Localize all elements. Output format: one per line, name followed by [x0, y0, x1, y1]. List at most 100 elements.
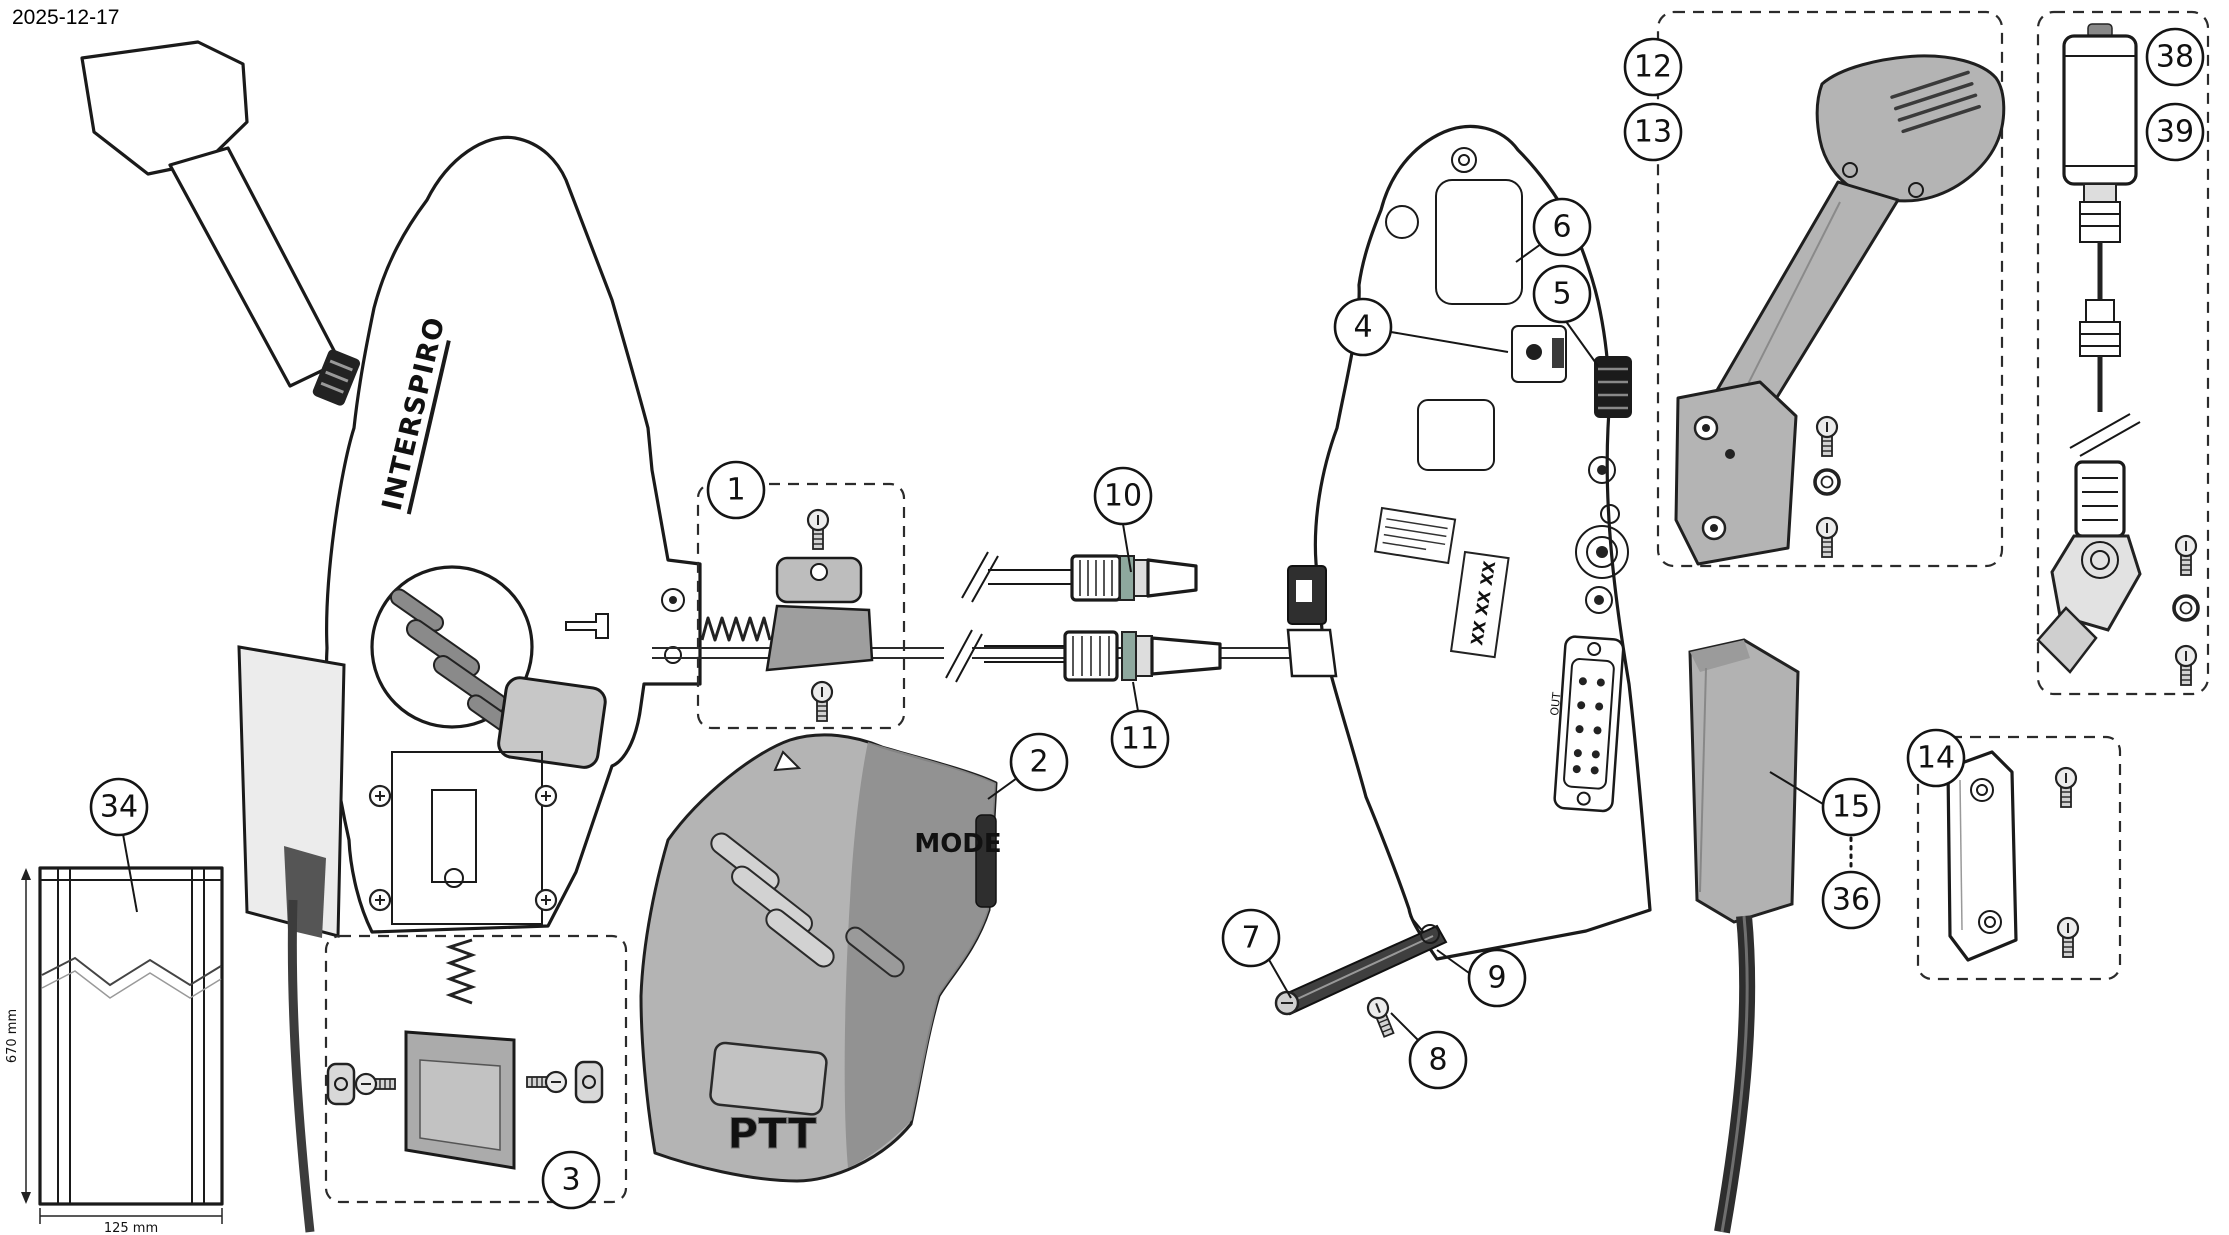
svg-text:3: 3: [561, 1163, 580, 1198]
svg-text:11: 11: [1121, 722, 1159, 757]
bottom-bracket: [1274, 915, 1448, 1040]
svg-text:9: 9: [1487, 961, 1506, 996]
callout-12: 12: [1623, 37, 1683, 97]
vent-grille: [389, 588, 522, 738]
screw: [2054, 766, 2078, 809]
callout-11: 11: [1110, 709, 1170, 769]
callout-13: 13: [1623, 102, 1683, 162]
panel-screw: [534, 784, 558, 808]
group-12-13: [1656, 10, 2006, 568]
leader-lines: [122, 243, 1853, 1042]
callout-4: 4: [1333, 297, 1393, 357]
mode-label: MODE: [914, 829, 1001, 859]
index-triangle: [773, 750, 802, 772]
cable-connector-11: [944, 628, 1222, 683]
svg-text:670 mm: 670 mm: [5, 1009, 20, 1063]
part-15-antenna: [1688, 638, 1800, 1234]
left-cable: [287, 899, 315, 1233]
right-device-body: XX XX XX: [1274, 124, 1652, 1040]
callout-8: 8: [1408, 1030, 1468, 1090]
svg-text:15: 15: [1832, 790, 1870, 825]
group-38-39: [2036, 10, 2210, 696]
callout-39: 39: [2145, 102, 2205, 162]
svg-text:38: 38: [2156, 40, 2194, 75]
callout-7: 7: [1221, 908, 1281, 968]
ptt-label: PTT: [727, 1109, 816, 1158]
screw: [354, 1072, 397, 1096]
info-label: [1373, 506, 1457, 565]
screw: [1815, 415, 1839, 458]
svg-text:7: 7: [1241, 921, 1260, 956]
svg-text:8: 8: [1428, 1043, 1447, 1078]
panel-screw: [534, 888, 558, 912]
callout-6: 6: [1532, 197, 1592, 257]
group-3: [324, 934, 628, 1204]
bracket-arm: [1714, 180, 1900, 414]
o-ring: [1813, 468, 1841, 496]
lower-panel: [368, 751, 558, 925]
cover-grille: [710, 832, 905, 978]
callout-2: 2: [1009, 732, 1069, 792]
svg-text:6: 6: [1552, 210, 1571, 245]
svg-text:4: 4: [1353, 310, 1372, 345]
callout-15: 15: [1821, 777, 1881, 837]
ribbed-connector: [2074, 460, 2126, 538]
svg-text:5: 5: [1552, 277, 1571, 312]
cable-connector-10: [960, 551, 1198, 603]
pawl-wedge: [765, 604, 874, 672]
screw: [1363, 993, 1400, 1040]
callout-38: 38: [2145, 27, 2205, 87]
nut: [326, 1062, 356, 1106]
dimension-height: 670 mm: [5, 868, 31, 1204]
panel-screw: [368, 784, 392, 808]
svg-text:14: 14: [1917, 741, 1955, 776]
switch-housing: [1511, 325, 1567, 383]
svg-text:1: 1: [726, 473, 745, 508]
screw: [1815, 516, 1839, 559]
svg-text:2: 2: [1029, 745, 1048, 780]
cover-plate: [1946, 750, 2018, 962]
svg-text:39: 39: [2156, 115, 2194, 150]
ribbed-knob: [1594, 356, 1632, 418]
callout-9: 9: [1467, 948, 1527, 1008]
date-label: 2025-12-17: [12, 6, 120, 29]
elbow-fitting: [2036, 606, 2098, 674]
screw: [2174, 534, 2198, 577]
spring: [700, 616, 772, 642]
mode-switch-strip: [975, 814, 997, 908]
callout-1: 1: [706, 460, 766, 520]
latch-mechanism: [565, 588, 685, 664]
screw: [806, 508, 830, 551]
nut: [574, 1060, 604, 1104]
ptt-cover: MODE PTT: [639, 733, 1002, 1183]
part-34-tube: 670 mm 125 mm: [5, 866, 224, 1235]
svg-text:13: 13: [1634, 115, 1672, 150]
callout-14: 14: [1906, 728, 1966, 788]
svg-text:34: 34: [100, 790, 138, 825]
svg-text:10: 10: [1104, 479, 1142, 514]
serial-label: [1449, 550, 1510, 659]
screw: [525, 1070, 568, 1094]
screw: [2174, 644, 2198, 687]
panel-screw: [368, 888, 392, 912]
group-14: [1916, 735, 2122, 981]
connector-barrel: [2062, 34, 2138, 186]
callout-10: 10: [1093, 466, 1153, 526]
svg-text:125 mm: 125 mm: [104, 1221, 158, 1235]
screw: [2056, 916, 2080, 959]
callout-36: 36: [1821, 870, 1881, 930]
bracket-foot: [1674, 380, 1798, 566]
spring: [445, 938, 477, 1005]
left-handle: [80, 40, 361, 406]
callout-5: 5: [1532, 264, 1592, 324]
dimension-width: 125 mm: [39, 1208, 223, 1235]
side-pad: [497, 676, 607, 769]
screw: [810, 680, 834, 723]
left-device-body: INTERSPIRO: [237, 135, 702, 1233]
ptt-button: [709, 1041, 828, 1116]
callout-3: 3: [541, 1150, 601, 1210]
out-connector: [1553, 635, 1625, 813]
callout-34: 34: [89, 777, 149, 837]
